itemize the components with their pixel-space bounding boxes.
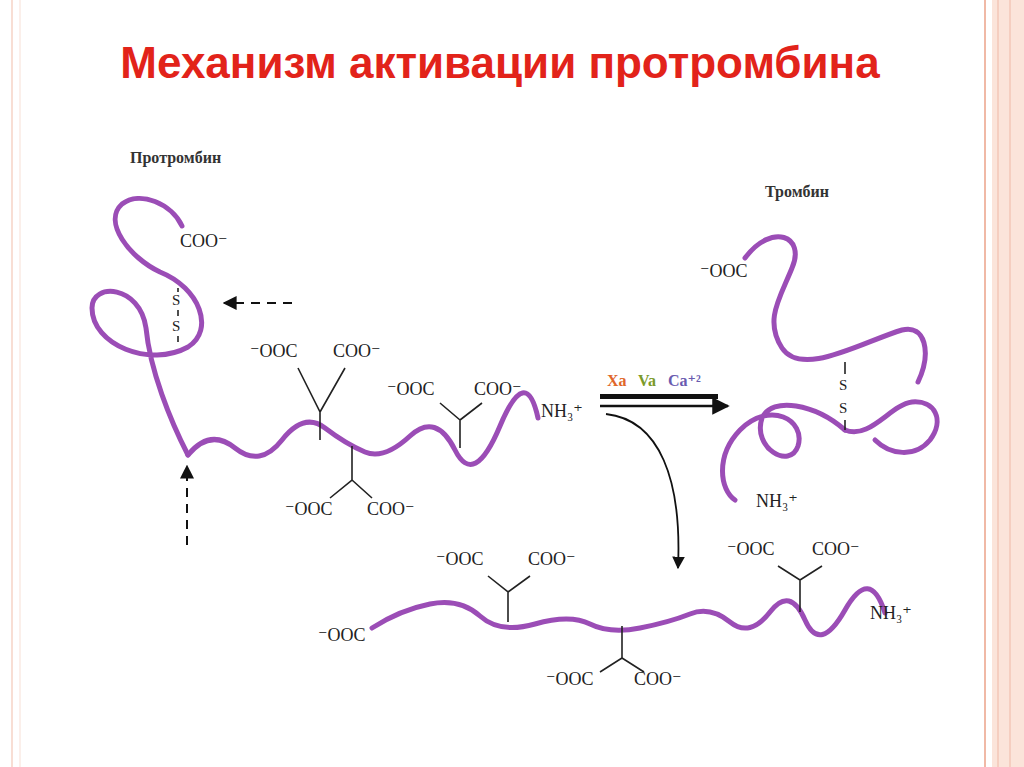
sulfur-atom: S bbox=[172, 292, 180, 309]
carboxyl-group: COO⁻ bbox=[474, 380, 522, 400]
carboxyl-group: COO⁻ bbox=[812, 540, 860, 560]
carboxyl-group: ⁻OOC bbox=[387, 380, 435, 400]
carboxyl-group: ⁻OOC bbox=[250, 342, 298, 362]
carboxyl-group: ⁻OOC bbox=[318, 626, 366, 646]
carboxyl-group: ⁻OOC bbox=[285, 500, 333, 520]
slide-title: Механизм активации протромбина bbox=[0, 38, 1000, 88]
factor-label: Xa bbox=[607, 372, 627, 390]
carboxyl-group: ⁻OOC bbox=[436, 550, 484, 570]
carboxyl-group: ⁻OOC bbox=[546, 670, 594, 690]
carboxyl-group: COO⁻ bbox=[333, 342, 381, 362]
carboxyl-group: COO⁻ bbox=[180, 232, 228, 252]
amino-group: NH₃⁺ bbox=[870, 604, 912, 624]
carboxyl-group: ⁻OOC bbox=[727, 540, 775, 560]
molecule-name: Тромбин bbox=[765, 183, 829, 201]
amino-group: NH₃⁺ bbox=[541, 402, 583, 422]
carboxyl-group: ⁻OOC bbox=[700, 262, 748, 282]
amino-group: NH₃⁺ bbox=[756, 492, 798, 512]
carboxyl-group: COO⁻ bbox=[528, 550, 576, 570]
factor-label: Va bbox=[638, 372, 656, 390]
carboxyl-group: COO⁻ bbox=[367, 500, 415, 520]
carboxyl-group: COO⁻ bbox=[634, 670, 682, 690]
sulfur-atom: S bbox=[839, 400, 847, 417]
molecule-name: Протромбин bbox=[130, 149, 221, 167]
ion-label: Ca⁺² bbox=[668, 372, 701, 390]
sulfur-atom: S bbox=[172, 318, 180, 335]
sulfur-atom: S bbox=[839, 377, 847, 394]
